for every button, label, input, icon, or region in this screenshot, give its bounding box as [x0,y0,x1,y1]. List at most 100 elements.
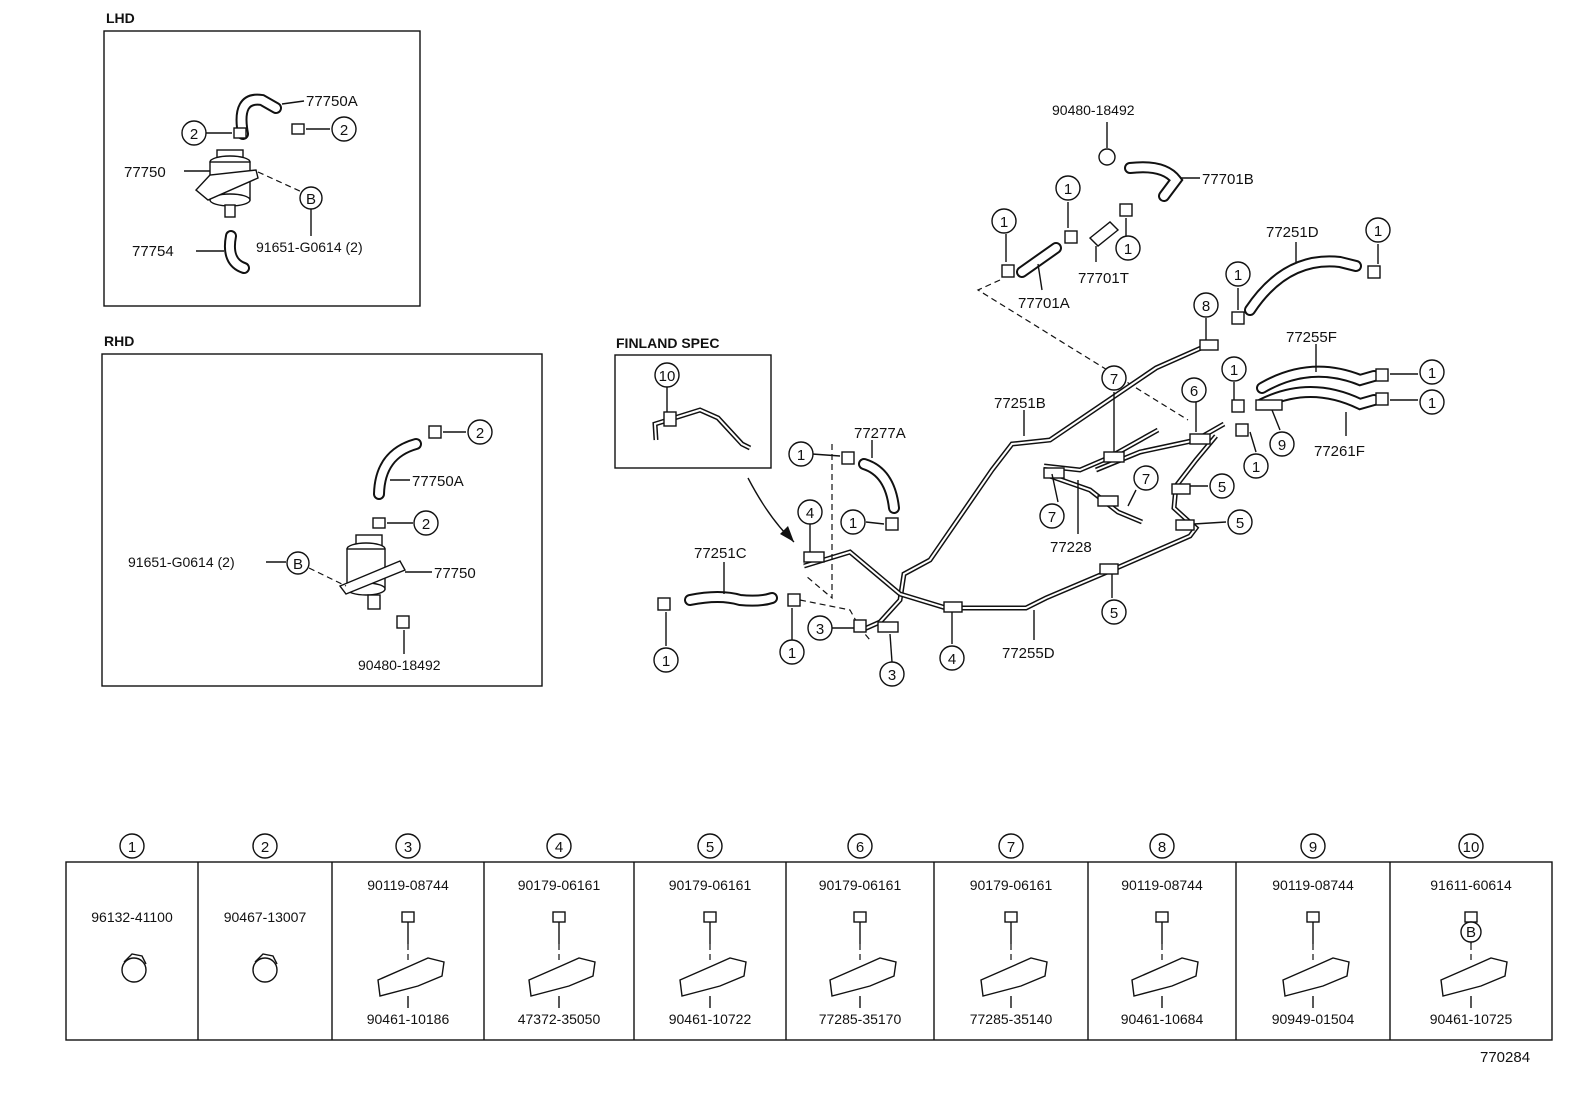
legend-number: 4 [555,839,563,856]
callout-text: 5 [1236,515,1244,532]
svg-text:1: 1 [788,645,796,662]
lhd-frame [103,30,421,307]
bolt-drawing [853,911,867,923]
callout-text: 1 [1428,395,1436,412]
svg-text:B: B [293,556,303,573]
legend-bottom-part: 90461-10684 [1121,1011,1204,1027]
lhd-callout-2-right [331,116,357,142]
callout-9: 9 [1269,431,1295,457]
callouts [665,202,1418,663]
bolt-drawing [552,911,566,923]
callout-text: 7 [1048,509,1056,526]
legend-bottom-part: 90949-01504 [1272,1011,1355,1027]
callout-1: 1 [788,441,814,467]
bolt-drawing [1306,911,1320,923]
callout-text: 1 [662,653,670,670]
callout-1: 1 [1243,453,1269,479]
rhd-clip-top [428,425,442,439]
label-77261f: 77261F [1314,443,1365,460]
callout-text: 7 [1110,371,1118,388]
callout-text: 1 [849,515,857,532]
svg-text:B: B [1466,924,1476,941]
legend-number: 8 [1158,839,1166,856]
callout-4: 4 [797,499,823,525]
legend-top-part: 90179-06161 [970,877,1053,893]
rhd-label-77750: 77750 [434,565,476,582]
cap-90480 [1098,148,1116,166]
callout-text: 8 [1202,298,1210,315]
legend-number-circle [998,833,1024,859]
legend-number-circle [1458,833,1484,859]
valve-77701t [1088,221,1120,247]
label-77255d: 77255D [1002,645,1055,662]
clamp-drawing [1440,957,1508,997]
rhd-fuel-filter [338,534,406,610]
rhd-cap [396,615,410,629]
callout-1: 1 [1055,175,1081,201]
rhd-title: RHD [104,333,134,349]
callout-7: 7 [1039,503,1065,529]
clamp-9 [1255,399,1283,411]
rhd-label-bolt: 91651-G0614 (2) [128,554,235,570]
legend-number-circle [546,833,572,859]
callout-text: 1 [1000,214,1008,231]
callout-1: 1 [991,208,1017,234]
bolt-drawing [703,911,717,923]
label-77255f: 77255F [1286,329,1337,346]
legend-number-circle [252,833,278,859]
bolt-drawing [1004,911,1018,923]
svg-text:2: 2 [422,516,430,533]
callout-text: 5 [1218,479,1226,496]
svg-text:2: 2 [476,425,484,442]
callout-1: 1 [1365,217,1391,243]
callout-7: 7 [1101,365,1127,391]
callout-text: 1 [1374,223,1382,240]
callout-1: 1 [779,639,805,665]
clamp-drawing [377,957,445,997]
clamp-drawing [829,957,897,997]
legend-number: 9 [1309,839,1317,856]
bolt-drawing [401,911,415,923]
legend-bottom-part: 96132-41100 [91,909,173,925]
clamp-8 [1199,339,1219,351]
lhd-clip-left [233,127,247,139]
rhd-frame [101,353,543,687]
finland-frame [614,354,772,469]
legend-number: 2 [261,839,269,856]
callout-text: 7 [1142,471,1150,488]
rhd-clip-mid [372,517,386,529]
callout-1: 1 [1115,235,1141,261]
clamp-drawing [1282,957,1350,997]
legend-table: 196132-41100290467-13007390119-087449046… [65,833,1553,1041]
rhd-label-77750a: 77750A [412,473,464,490]
label-77701a: 77701A [1018,295,1070,312]
callout-text: 1 [1230,362,1238,379]
label-77701t: 77701T [1078,270,1129,287]
svg-text:10: 10 [659,368,676,385]
legend-number: 7 [1007,839,1015,856]
callout-text: 1 [1428,365,1436,382]
callout-text: 3 [888,667,896,684]
callout-5: 5 [1101,599,1127,625]
legend-bottom-part: 47372-35050 [518,1011,601,1027]
legend-number: 5 [706,839,714,856]
legend-number: 3 [404,839,412,856]
lhd-section: LHD 77750A 2 2 77750 B 91651-G0614 (2) [103,10,421,307]
svg-text:2: 2 [340,122,348,139]
label-77251d: 77251D [1266,224,1319,241]
legend-bottom-part: 90461-10722 [669,1011,752,1027]
callout-4: 4 [939,645,965,671]
lhd-fuel-filter [194,149,259,218]
lhd-label-77750a: 77750A [306,93,358,110]
legend-number: 10 [1463,839,1480,856]
callout-text: 4 [806,505,814,522]
callout-3: 3 [879,661,905,687]
rhd-callout-2-mid [413,510,439,536]
callout-text: 1 [1124,241,1132,258]
callout-text: 9 [1278,437,1286,454]
